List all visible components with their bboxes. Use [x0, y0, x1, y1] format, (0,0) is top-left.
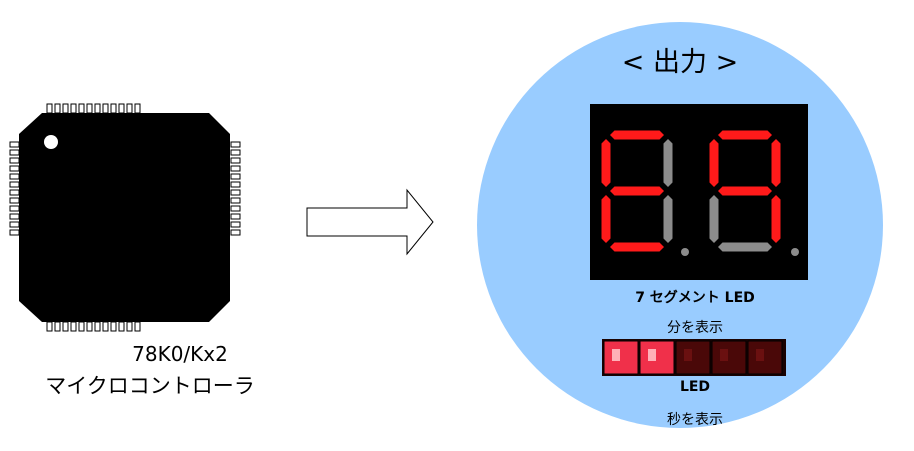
led-1 — [603, 340, 639, 375]
segment-c — [771, 195, 781, 243]
chip-pin — [230, 221, 241, 228]
chip-pin — [78, 321, 85, 332]
led-3 — [675, 340, 711, 375]
segment-a — [610, 130, 664, 140]
led-5 — [747, 340, 783, 375]
segment-d — [610, 242, 664, 252]
chip-pin — [134, 321, 141, 332]
chip-pin — [230, 149, 241, 156]
chip-pin — [70, 103, 77, 114]
chip-pin — [230, 157, 241, 164]
chip-pin — [9, 221, 20, 228]
led-highlight — [684, 349, 692, 361]
segment-f — [601, 139, 611, 187]
chip-pin — [46, 103, 53, 114]
led-highlight — [720, 349, 728, 361]
right-arrow-icon — [306, 188, 434, 256]
led-4 — [711, 340, 747, 375]
chip-pin — [9, 173, 20, 180]
chip-pin — [86, 103, 93, 114]
chip-pin — [230, 141, 241, 148]
segment-b — [663, 139, 673, 187]
led-caption: 秒を表示 — [667, 412, 723, 428]
led-array — [602, 339, 786, 376]
led-label: LED — [679, 379, 711, 395]
chip-pin — [9, 157, 20, 164]
output-title: < 出力 > — [621, 47, 739, 78]
chip-pin — [70, 321, 77, 332]
chip-pin — [118, 103, 125, 114]
chip-pin — [9, 229, 20, 236]
chip-pin — [230, 213, 241, 220]
seven-seg-label: 7 セグメント LED — [635, 290, 755, 306]
segment-g — [610, 186, 664, 196]
led-highlight — [648, 349, 656, 361]
chip-pin — [102, 321, 109, 332]
chip-pin — [94, 321, 101, 332]
segment-c — [663, 195, 673, 243]
chip-pin — [86, 321, 93, 332]
chip-pin — [9, 205, 20, 212]
chip-pin — [126, 321, 133, 332]
chip-pin — [230, 173, 241, 180]
segment-a — [718, 130, 772, 140]
chip-pin — [230, 165, 241, 172]
chip-pin — [230, 229, 241, 236]
chip-body — [19, 113, 230, 322]
chip-pin1-marker — [44, 135, 58, 149]
segment-b — [771, 139, 781, 187]
chip-pin — [9, 141, 20, 148]
segment-f — [709, 139, 719, 187]
led-highlight — [756, 349, 764, 361]
chip-pin — [94, 103, 101, 114]
chip-pin — [230, 181, 241, 188]
segment-g — [718, 186, 772, 196]
chip-pin — [9, 189, 20, 196]
segment-d — [718, 242, 772, 252]
led-2 — [639, 340, 675, 375]
chip-pin — [230, 197, 241, 204]
chip-pin — [9, 181, 20, 188]
chip-pin — [9, 197, 20, 204]
chip-pin — [230, 205, 241, 212]
microcontroller-chip-icon — [9, 103, 241, 332]
chip-pin — [126, 103, 133, 114]
seven-segment-display — [590, 104, 808, 280]
mcu-part-label: 78K0/Kx2 — [132, 342, 228, 366]
chip-pin — [9, 165, 20, 172]
chip-pin — [9, 149, 20, 156]
chip-pin — [54, 321, 61, 332]
chip-pin — [9, 213, 20, 220]
chip-pin — [62, 321, 69, 332]
chip-pin — [46, 321, 53, 332]
chip-pin — [110, 321, 117, 332]
chip-pin — [110, 103, 117, 114]
decimal-point-1 — [681, 248, 689, 256]
led-highlight — [612, 349, 620, 361]
chip-pin — [134, 103, 141, 114]
segment-e — [601, 195, 611, 243]
mcu-type-label: マイクロコントローラ — [45, 374, 255, 398]
seven-segment-digit-1 — [601, 130, 673, 252]
chip-pin — [102, 103, 109, 114]
seven-segment-digit-2 — [709, 130, 781, 252]
chip-pin — [230, 189, 241, 196]
segment-e — [709, 195, 719, 243]
chip-pin — [54, 103, 61, 114]
chip-pin — [78, 103, 85, 114]
chip-pin — [62, 103, 69, 114]
seven-seg-caption: 分を表示 — [667, 320, 723, 336]
chip-pin — [118, 321, 125, 332]
decimal-point-2 — [791, 248, 799, 256]
